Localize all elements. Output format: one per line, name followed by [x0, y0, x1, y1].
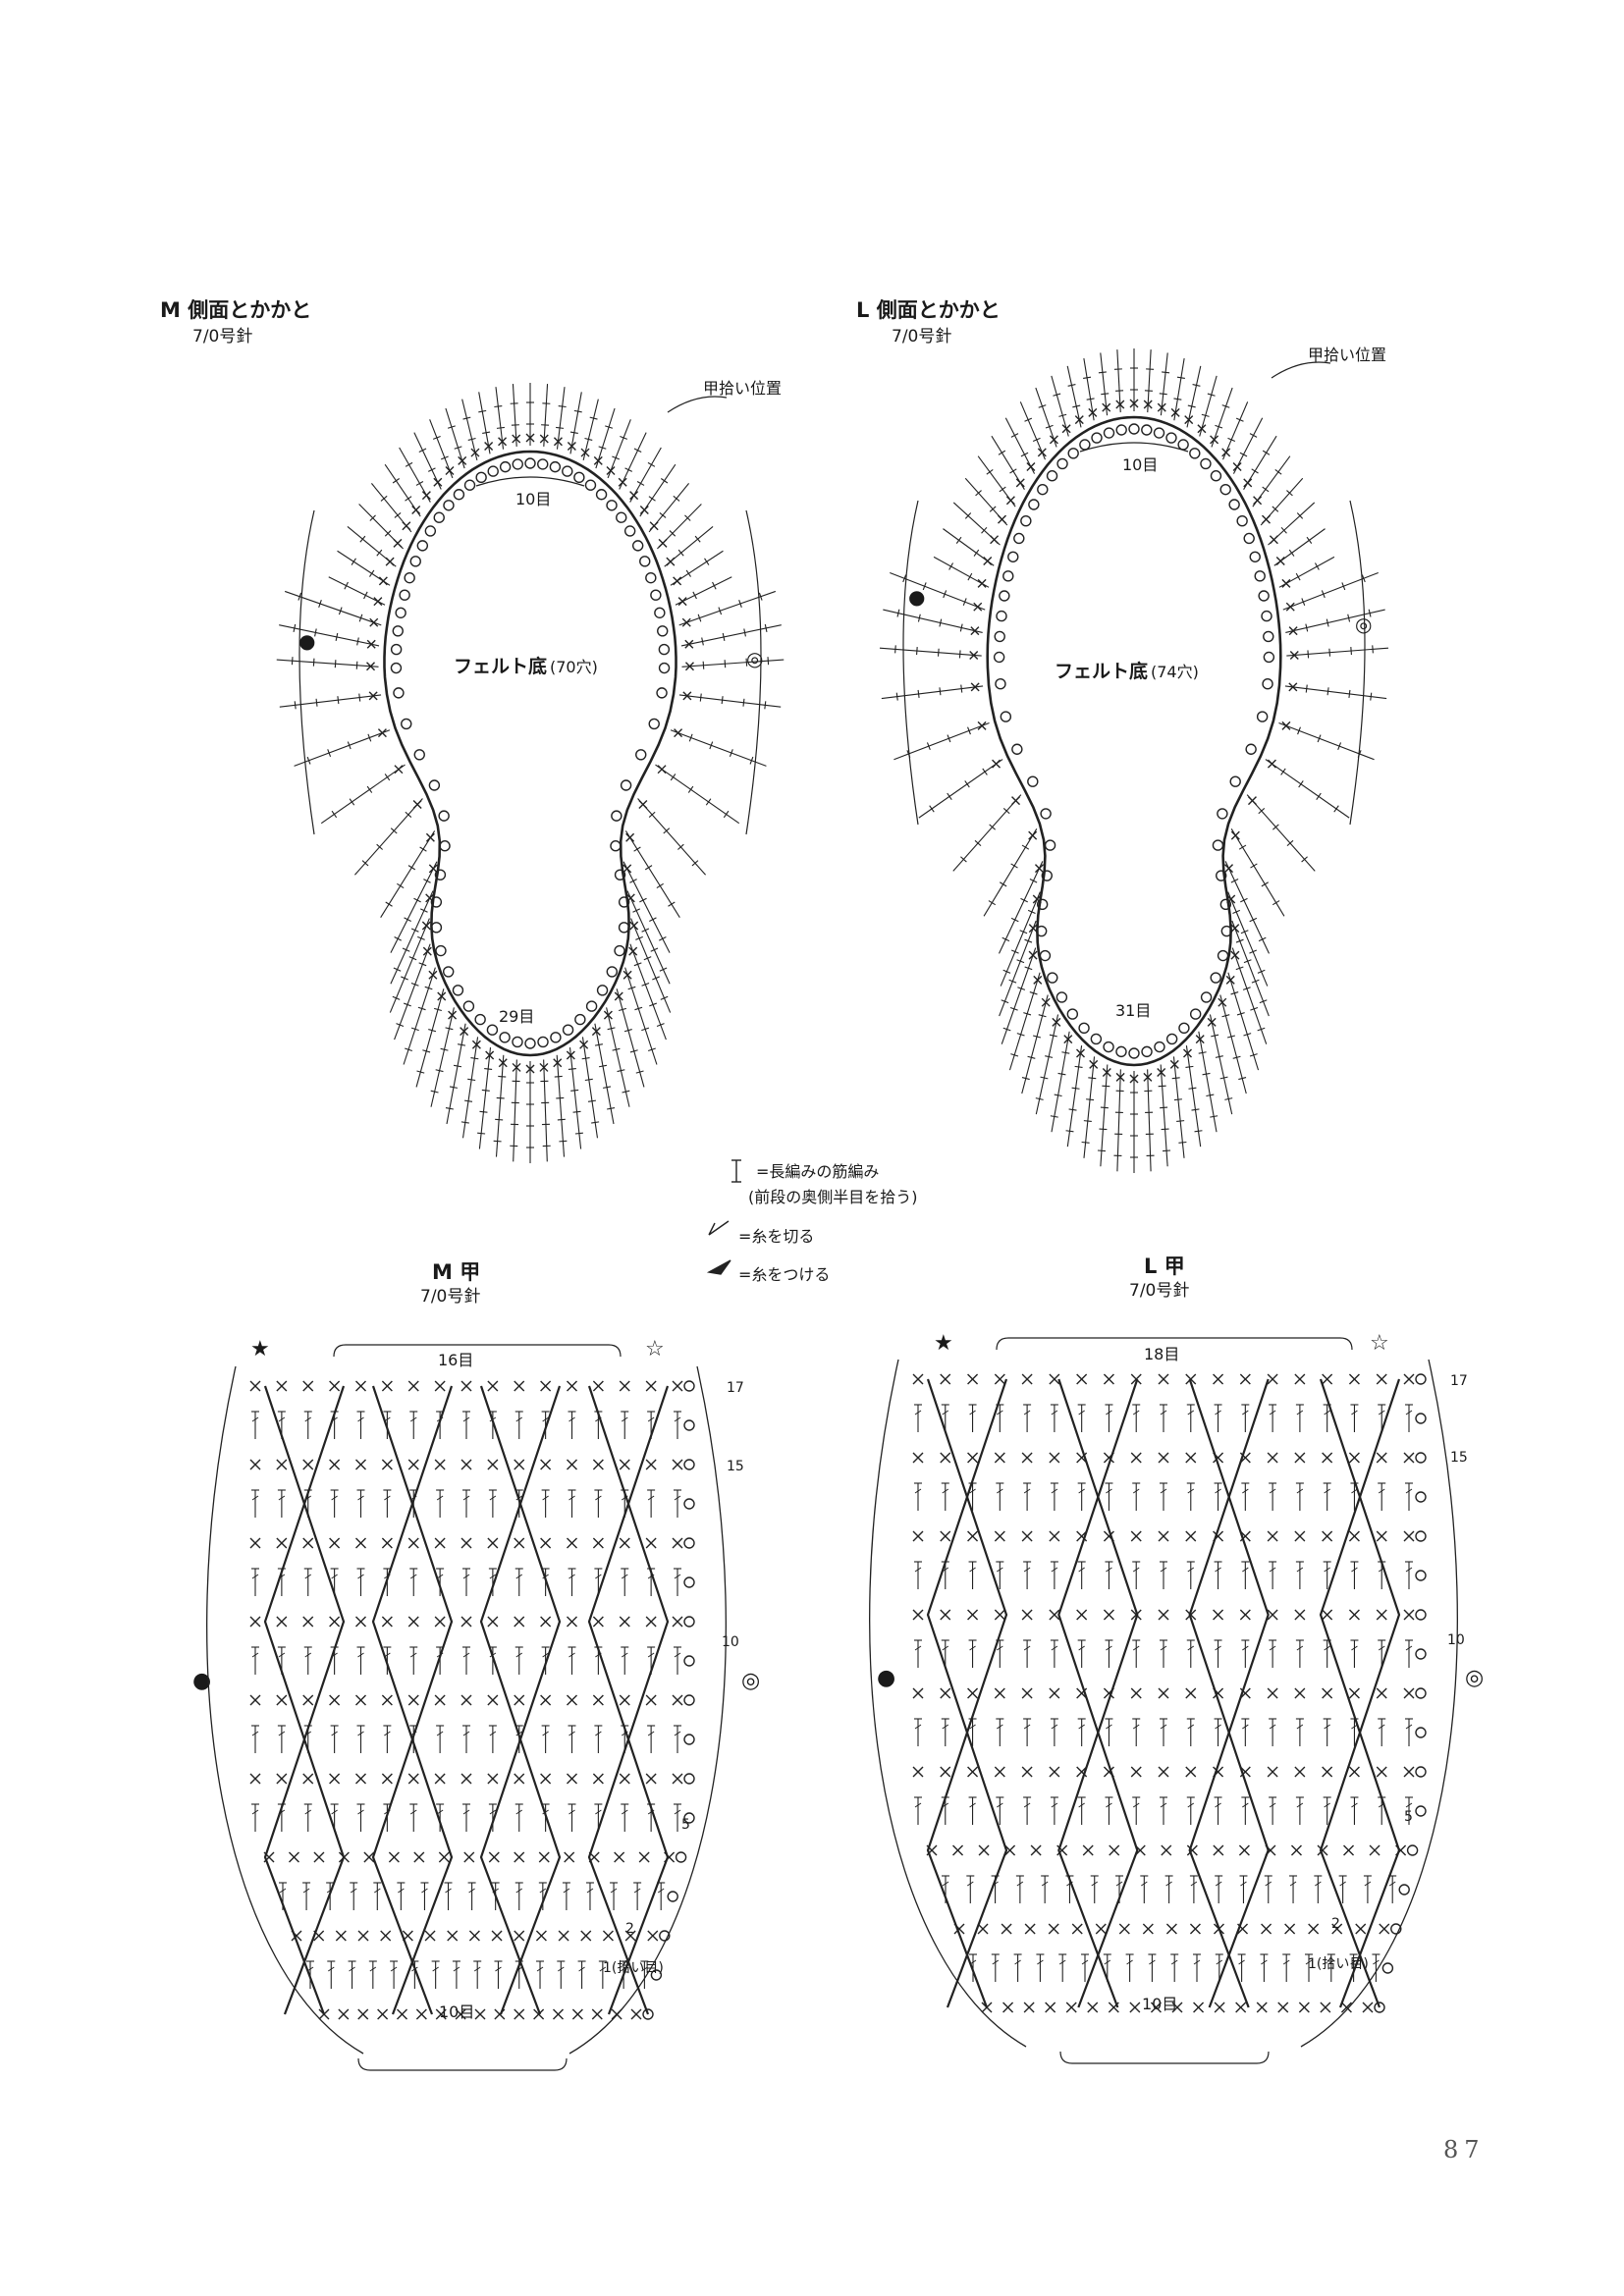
m-side-pickup-label: 甲拾い位置	[703, 379, 783, 398]
m-side-top-count: 10目	[515, 490, 552, 508]
l-instep-chart-row	[912, 1766, 1427, 1778]
l-instep-dot-filled: ●	[877, 1666, 896, 1690]
legend-back-loop-note: (前段の奥側半目を拾う)	[748, 1188, 918, 1206]
page-number: 87	[1443, 2136, 1486, 2163]
m-instep-chart-cables	[263, 1385, 670, 2015]
m-side-chart	[276, 383, 785, 1163]
l-instep-chart-row	[914, 1639, 1427, 1668]
m-instep-chart-row	[263, 1851, 687, 1863]
l-side-pickup-label: 甲拾い位置	[1308, 346, 1387, 364]
m-instep-chart-row	[279, 1882, 678, 1910]
l-instep-chart-row	[981, 2002, 1385, 2013]
l-star-open-marker: ☆	[1370, 1331, 1389, 1356]
m-instep-chart-row	[251, 1646, 695, 1675]
m-instep-chart-row	[249, 1616, 695, 1628]
m-instep-chart-row	[306, 1960, 663, 1989]
legend-back-loop-dc: =長編みの筋編み	[756, 1162, 880, 1181]
l-instep-chart-row	[953, 1923, 1402, 1935]
l-row-10: 10	[1447, 1632, 1465, 1648]
m-instep-chart-row	[291, 1930, 671, 1942]
l-instep-chart-row	[914, 1718, 1427, 1746]
m-side-chart-stitch-rows	[276, 383, 785, 1163]
m-star-open-marker: ☆	[645, 1337, 665, 1362]
m-dot-filled-marker: ●	[298, 629, 316, 653]
m-instep-chart	[206, 1344, 727, 2071]
m-instep-chart-row	[249, 1459, 695, 1470]
l-instep-dot-double: ◎	[1465, 1666, 1485, 1690]
m-instep-chart-row	[249, 1537, 695, 1549]
l-star-filled-marker: ★	[934, 1331, 953, 1356]
l-instep-chart-row	[912, 1687, 1427, 1699]
l-instep-chart-row	[912, 1373, 1427, 1385]
m-instep-chart-row	[251, 1803, 695, 1832]
l-side-top-count: 10目	[1122, 455, 1159, 474]
l-instep-top-count: 18目	[1144, 1345, 1180, 1363]
m-instep-chart-row	[249, 1694, 695, 1706]
l-instep-chart-row	[914, 1796, 1427, 1825]
m-instep-dot-double: ◎	[741, 1669, 761, 1693]
m-instep-bottom-count: 10目	[439, 2002, 475, 2021]
l-instep-chart	[869, 1337, 1458, 2064]
l-dot-double-marker: ◎	[1355, 613, 1373, 636]
l-row-15: 15	[1450, 1450, 1468, 1466]
m-instep-chart-row	[251, 1411, 695, 1439]
m-instep-needle: 7/0号針	[420, 1287, 481, 1307]
m-side-title: M 側面とかかと	[160, 298, 312, 322]
m-instep-dot-filled: ●	[192, 1669, 212, 1693]
m-instep-title: M 甲	[432, 1260, 481, 1284]
m-dot-double-marker: ◎	[746, 647, 764, 670]
l-side-chart-stitch-rows	[879, 348, 1389, 1173]
m-instep-top-count: 16目	[438, 1351, 474, 1369]
l-instep-chart-row	[914, 1561, 1427, 1589]
l-row-2: 2	[1331, 1916, 1340, 1932]
legend-join-yarn: =糸をつける	[738, 1265, 831, 1284]
l-side-chart-sole-rings	[993, 423, 1275, 1059]
l-instep-title: L 甲	[1144, 1255, 1185, 1278]
m-instep-chart-row	[251, 1568, 695, 1596]
l-sole-holes: (74穴)	[1151, 663, 1199, 681]
m-star-filled-marker: ★	[250, 1337, 270, 1362]
l-side-chart	[879, 348, 1389, 1173]
l-instep-chart-row	[912, 1452, 1427, 1464]
m-row-17: 17	[727, 1380, 744, 1396]
m-instep-chart-row	[318, 2008, 654, 2020]
l-side-bottom-count: 31目	[1115, 1001, 1152, 1020]
l-instep-chart-row	[914, 1404, 1427, 1432]
l-instep-chart-row	[912, 1609, 1427, 1621]
m-row-2: 2	[625, 1921, 634, 1937]
l-instep-chart-row	[914, 1482, 1427, 1511]
l-instep-chart-cables	[926, 1378, 1401, 2008]
l-dot-filled-marker: ●	[908, 585, 926, 609]
m-row-15: 15	[727, 1459, 744, 1474]
m-side-chart-sole-rings	[390, 457, 671, 1049]
m-instep-chart-row	[249, 1380, 695, 1392]
m-sole-label: フェルト底	[454, 656, 548, 677]
l-side-title: L 側面とかかと	[856, 298, 1001, 322]
l-instep-chart-row	[969, 1953, 1394, 1982]
legend-cut-yarn: =糸を切る	[738, 1227, 815, 1246]
l-instep-needle: 7/0号針	[1129, 1281, 1190, 1301]
m-side-bottom-count: 29目	[499, 1007, 535, 1026]
l-sole-label: フェルト底	[1055, 661, 1149, 682]
l-side-needle: 7/0号針	[892, 327, 952, 347]
l-row-17: 17	[1450, 1373, 1468, 1389]
legend-glyphs	[706, 1159, 741, 1275]
m-row-5: 5	[681, 1817, 690, 1833]
m-side-needle: 7/0号針	[192, 327, 253, 347]
m-sole-holes: (70穴)	[550, 658, 598, 676]
l-instep-chart-row	[926, 1844, 1419, 1856]
m-instep-chart-row	[249, 1773, 695, 1785]
